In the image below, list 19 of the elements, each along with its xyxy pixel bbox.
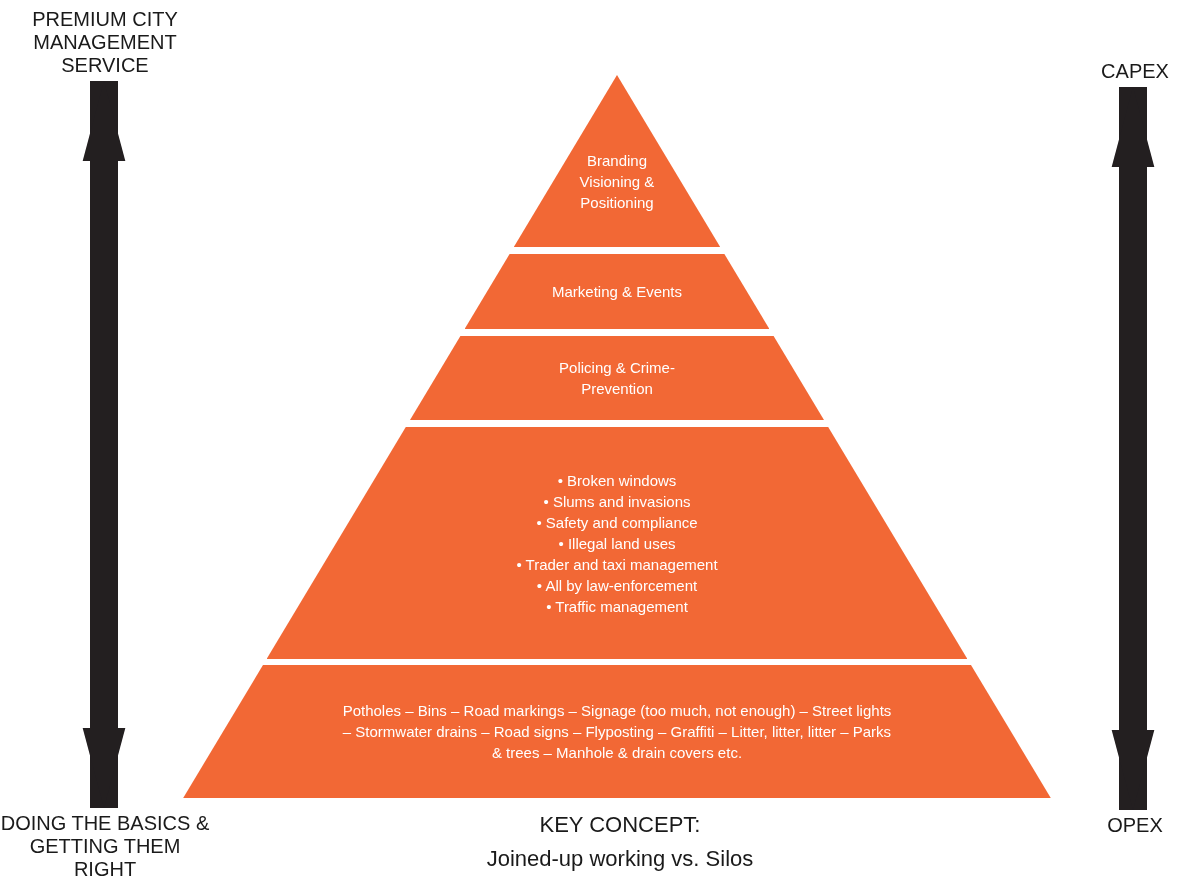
double-arrow [1111, 87, 1155, 810]
scale-end-label: OPEX [1075, 814, 1177, 837]
tier-text: Policing & Crime-Prevention [558, 358, 676, 399]
scale-end-label: DOING THE BASICS & GETTING THEM RIGHT [0, 812, 210, 881]
scale-end-label: CAPEX [1075, 60, 1177, 83]
bullet-item: • Safety and compliance [535, 512, 699, 533]
tier-text: Marketing & Events [551, 282, 682, 302]
subheading-text: Joined-up working vs. Silos [485, 846, 755, 872]
bullet-item: • Broken windows [556, 470, 678, 491]
tier-text: Potholes – Bins – Road markings – Signage (too much, not enough) – Street lights – Stormwater drains – Road signs – Flyposting – Graffiti – Litter, litter, litter – Parks & trees – Manhole & drain covers etc. [341, 701, 893, 763]
heading-text: KEY CONCEPT: [538, 812, 702, 838]
tier-text: Branding Visioning & Positioning [578, 150, 656, 213]
bullet-item: • Slums and invasions [542, 491, 692, 512]
scale-end-label: PREMIUM CITY MANAGEMENT SERVICE [0, 8, 210, 77]
bullet-item: • All by law-enforcement [535, 575, 699, 596]
double-arrow [82, 81, 126, 808]
bullet-item: • Traffic management [545, 596, 689, 617]
bullet-item: • Illegal land uses [557, 533, 677, 554]
bullet-item: • Trader and taxi management [516, 554, 718, 575]
